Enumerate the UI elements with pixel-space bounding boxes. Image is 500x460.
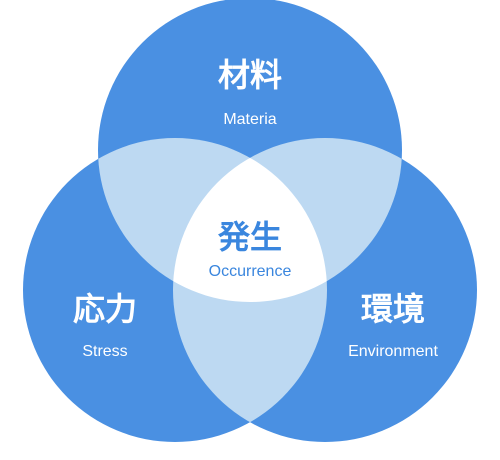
stress-subtitle: Stress xyxy=(82,343,127,360)
occurrence-subtitle: Occurrence xyxy=(209,263,292,280)
materia-title: 材料 xyxy=(218,56,282,94)
environment-subtitle: Environment xyxy=(348,343,438,360)
materia-subtitle: Materia xyxy=(223,111,276,128)
stress-title: 応力 xyxy=(73,290,137,328)
occurrence-title: 発生 xyxy=(217,218,282,256)
environment-title: 環境 xyxy=(361,290,425,328)
